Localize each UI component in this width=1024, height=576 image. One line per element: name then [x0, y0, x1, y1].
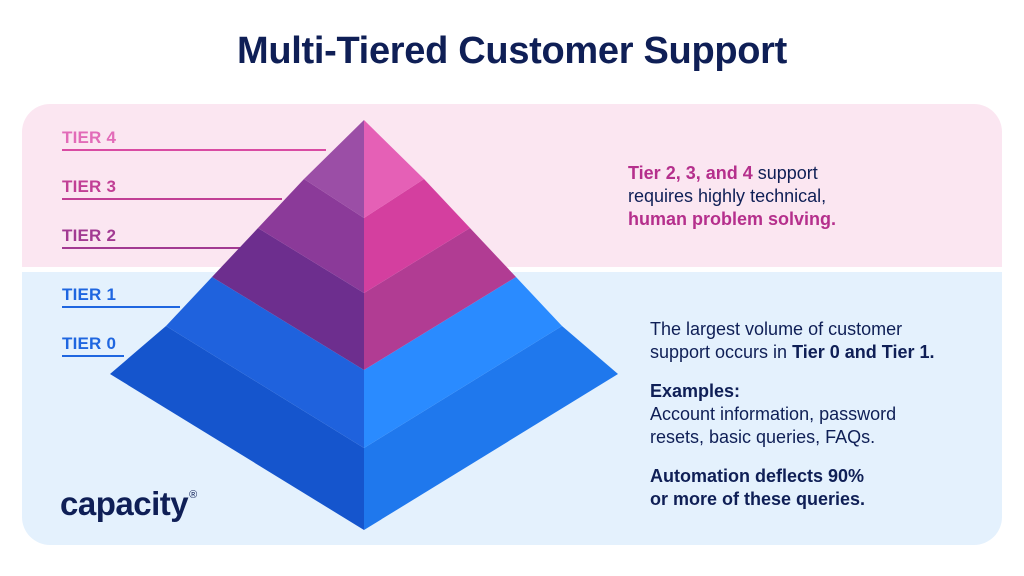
logo-text: capacity [60, 485, 189, 522]
page-title: Multi-Tiered Customer Support [236, 30, 788, 72]
tier-4-label: TIER 4 [62, 128, 117, 147]
tier-2-label: TIER 2 [62, 226, 117, 245]
lower-tiers-description: The largest volume of customer support o… [650, 318, 980, 511]
automation-line2: or more of these queries. [650, 489, 866, 509]
tier-3-label: TIER 3 [62, 177, 117, 196]
tier-1-left-face [166, 277, 364, 448]
automation-line1: Automation deflects 90% [650, 466, 865, 486]
tier-4-left-face [304, 120, 364, 218]
registered-mark: ® [189, 489, 197, 501]
human-problem-solving-text: human problem solving. [628, 209, 837, 229]
examples-line1: Account information, password [650, 404, 897, 424]
upper-tiers-description: Tier 2, 3, and 4 support requires highly… [628, 162, 968, 231]
upper-tiers-panel [22, 104, 1002, 267]
tier-2-right-face [364, 228, 516, 370]
tier-2-left-face [212, 228, 364, 370]
tier-0-left-face [110, 326, 364, 530]
tier-0-label: TIER 0 [62, 334, 117, 353]
technical-text: requires highly technical, [628, 186, 827, 206]
support-text: support [752, 163, 818, 183]
tier-0-right-face [364, 326, 618, 530]
tier-3-left-face [258, 179, 364, 293]
volume-text-line1: The largest volume of customer [650, 319, 903, 339]
tiers-highlight: Tier 2, 3, and 4 [628, 163, 753, 183]
tier-4-right-face [364, 120, 424, 218]
tier-0-1-highlight: Tier 0 and Tier 1. [792, 342, 935, 362]
tier-1-label: TIER 1 [62, 285, 117, 304]
examples-line2: resets, basic queries, FAQs. [650, 427, 876, 447]
tier-3-right-face [364, 179, 470, 293]
tier-1-right-face [364, 277, 562, 448]
volume-text-prefix: support occurs in [650, 342, 793, 362]
examples-heading: Examples: [650, 381, 741, 401]
capacity-logo: capacity® [60, 485, 197, 523]
